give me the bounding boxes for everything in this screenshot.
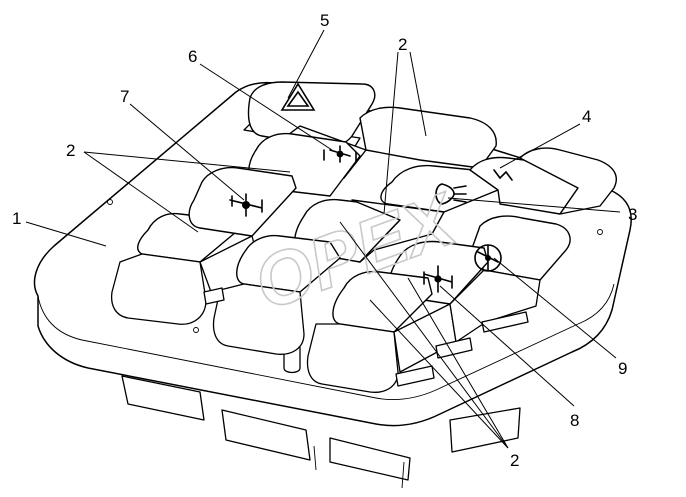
leader-lines: [25, 29, 621, 449]
key-row-left: [110, 166, 297, 325]
callout-7: 7: [120, 87, 129, 106]
rear-fog-light-icon: [435, 183, 467, 205]
callout-4: 4: [582, 107, 591, 126]
key-row-top: [248, 106, 497, 197]
callout-3: 3: [628, 205, 637, 224]
key-row-front: [203, 215, 571, 393]
bottom-connectors: [121, 375, 521, 489]
callout-2-top: 2: [398, 35, 407, 54]
callout-2-bottom: 2: [510, 451, 519, 470]
callout-9: 9: [618, 359, 627, 378]
callout-8: 8: [570, 411, 579, 430]
callout-2-left: 2: [66, 141, 75, 160]
key-row-middle: [212, 147, 617, 355]
callout-labels: 1 2 2 2 3 4 5 6 7 8 9: [12, 11, 637, 470]
hazard-triangle-icon: [280, 82, 316, 111]
cross-axle-lock-icon: [474, 244, 502, 272]
callout-6: 6: [188, 47, 197, 66]
callout-1: 1: [12, 209, 21, 228]
callout-5: 5: [320, 11, 329, 30]
